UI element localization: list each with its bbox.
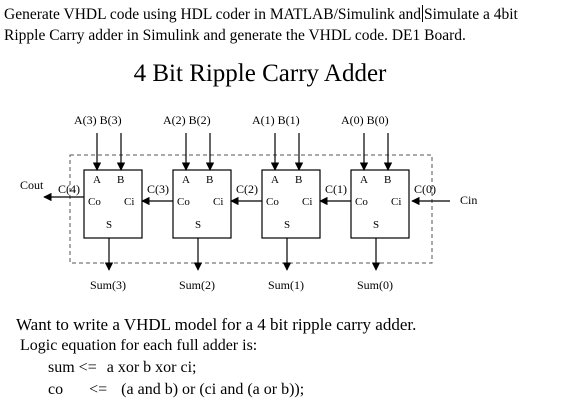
carry-out-label: C(4)	[58, 182, 80, 196]
port-a-label: A	[182, 174, 190, 186]
co-equation-rhs: (a and b) or (ci and (a or b));	[121, 381, 305, 398]
port-ci-label: Ci	[124, 196, 134, 208]
port-b-label: B	[117, 174, 124, 186]
port-s-label: S	[284, 219, 290, 231]
port-ci-label: Ci	[302, 196, 312, 208]
adder-input-label: A(1) B(1)	[252, 113, 300, 127]
port-b-label: B	[384, 174, 391, 186]
question-line-1: Generate VHDL code using HDL coder in MA…	[4, 4, 574, 25]
port-a-label: A	[93, 174, 101, 186]
port-s-label: S	[373, 219, 379, 231]
text-cursor	[422, 5, 423, 22]
adder-input-label: A(3) B(3)	[74, 113, 122, 127]
sum-output-label: Sum(2)	[179, 278, 215, 292]
carry-out-label: C(2)	[236, 182, 258, 196]
port-a-label: A	[271, 174, 279, 186]
logic-intro: Logic equation for each full adder is:	[20, 337, 258, 354]
port-co-label: Co	[88, 196, 101, 208]
question-line-1-part-2: Simulate a 4bit	[424, 6, 518, 23]
question-line-2: Ripple Carry adder in Simulink and gener…	[4, 27, 466, 44]
requirement-line-1: Want to write a VHDL model for a 4 bit r…	[16, 315, 417, 334]
full-adder-block	[83, 169, 143, 239]
co-equation-lhs: co	[48, 381, 64, 398]
port-b-label: B	[206, 174, 213, 186]
port-s-label: S	[106, 219, 112, 231]
carry-out-label: C(1)	[325, 182, 347, 196]
port-co-label: Co	[177, 196, 190, 208]
sum-equation-rhs: a xor b xor ci;	[106, 359, 197, 376]
adder-input-label: A(2) B(2)	[163, 113, 211, 127]
port-ci-label: Ci	[213, 196, 223, 208]
cin-carry-label: C(0)	[414, 182, 436, 196]
co-equation-op: <=	[89, 381, 108, 398]
cin-label: Cin	[460, 193, 477, 207]
sum-output-label: Sum(3)	[90, 278, 126, 292]
port-a-label: A	[360, 174, 368, 186]
sum-equation-lhs: sum <=	[48, 359, 97, 376]
port-b-label: B	[295, 174, 302, 186]
logic-equations: Logic equation for each full adder is: s…	[20, 336, 304, 398]
adder-input-label: A(0) B(0)	[341, 113, 389, 127]
cout-label: Cout	[20, 178, 44, 192]
port-ci-label: Ci	[391, 196, 401, 208]
question-line-1-part-1: Generate VHDL code using HDL coder in MA…	[4, 6, 421, 23]
carry-out-label: C(3)	[147, 182, 169, 196]
port-co-label: Co	[266, 196, 279, 208]
diagram-title: 4 Bit Ripple Carry Adder	[133, 60, 387, 87]
dashed-enclosure	[69, 154, 433, 264]
co-equation: co <= (a and b) or (ci and (a or b));	[48, 380, 304, 400]
port-co-label: Co	[355, 196, 368, 208]
full-adder-block	[261, 169, 321, 239]
sum-output-label: Sum(1)	[268, 278, 304, 292]
question-text: Generate VHDL code using HDL coder in MA…	[4, 4, 574, 46]
port-s-label: S	[195, 219, 201, 231]
sum-output-label: Sum(0)	[357, 278, 393, 292]
sum-equation: sum <= a xor b xor ci;	[48, 358, 196, 378]
full-adder-block	[172, 169, 232, 239]
full-adder-block	[350, 169, 410, 239]
